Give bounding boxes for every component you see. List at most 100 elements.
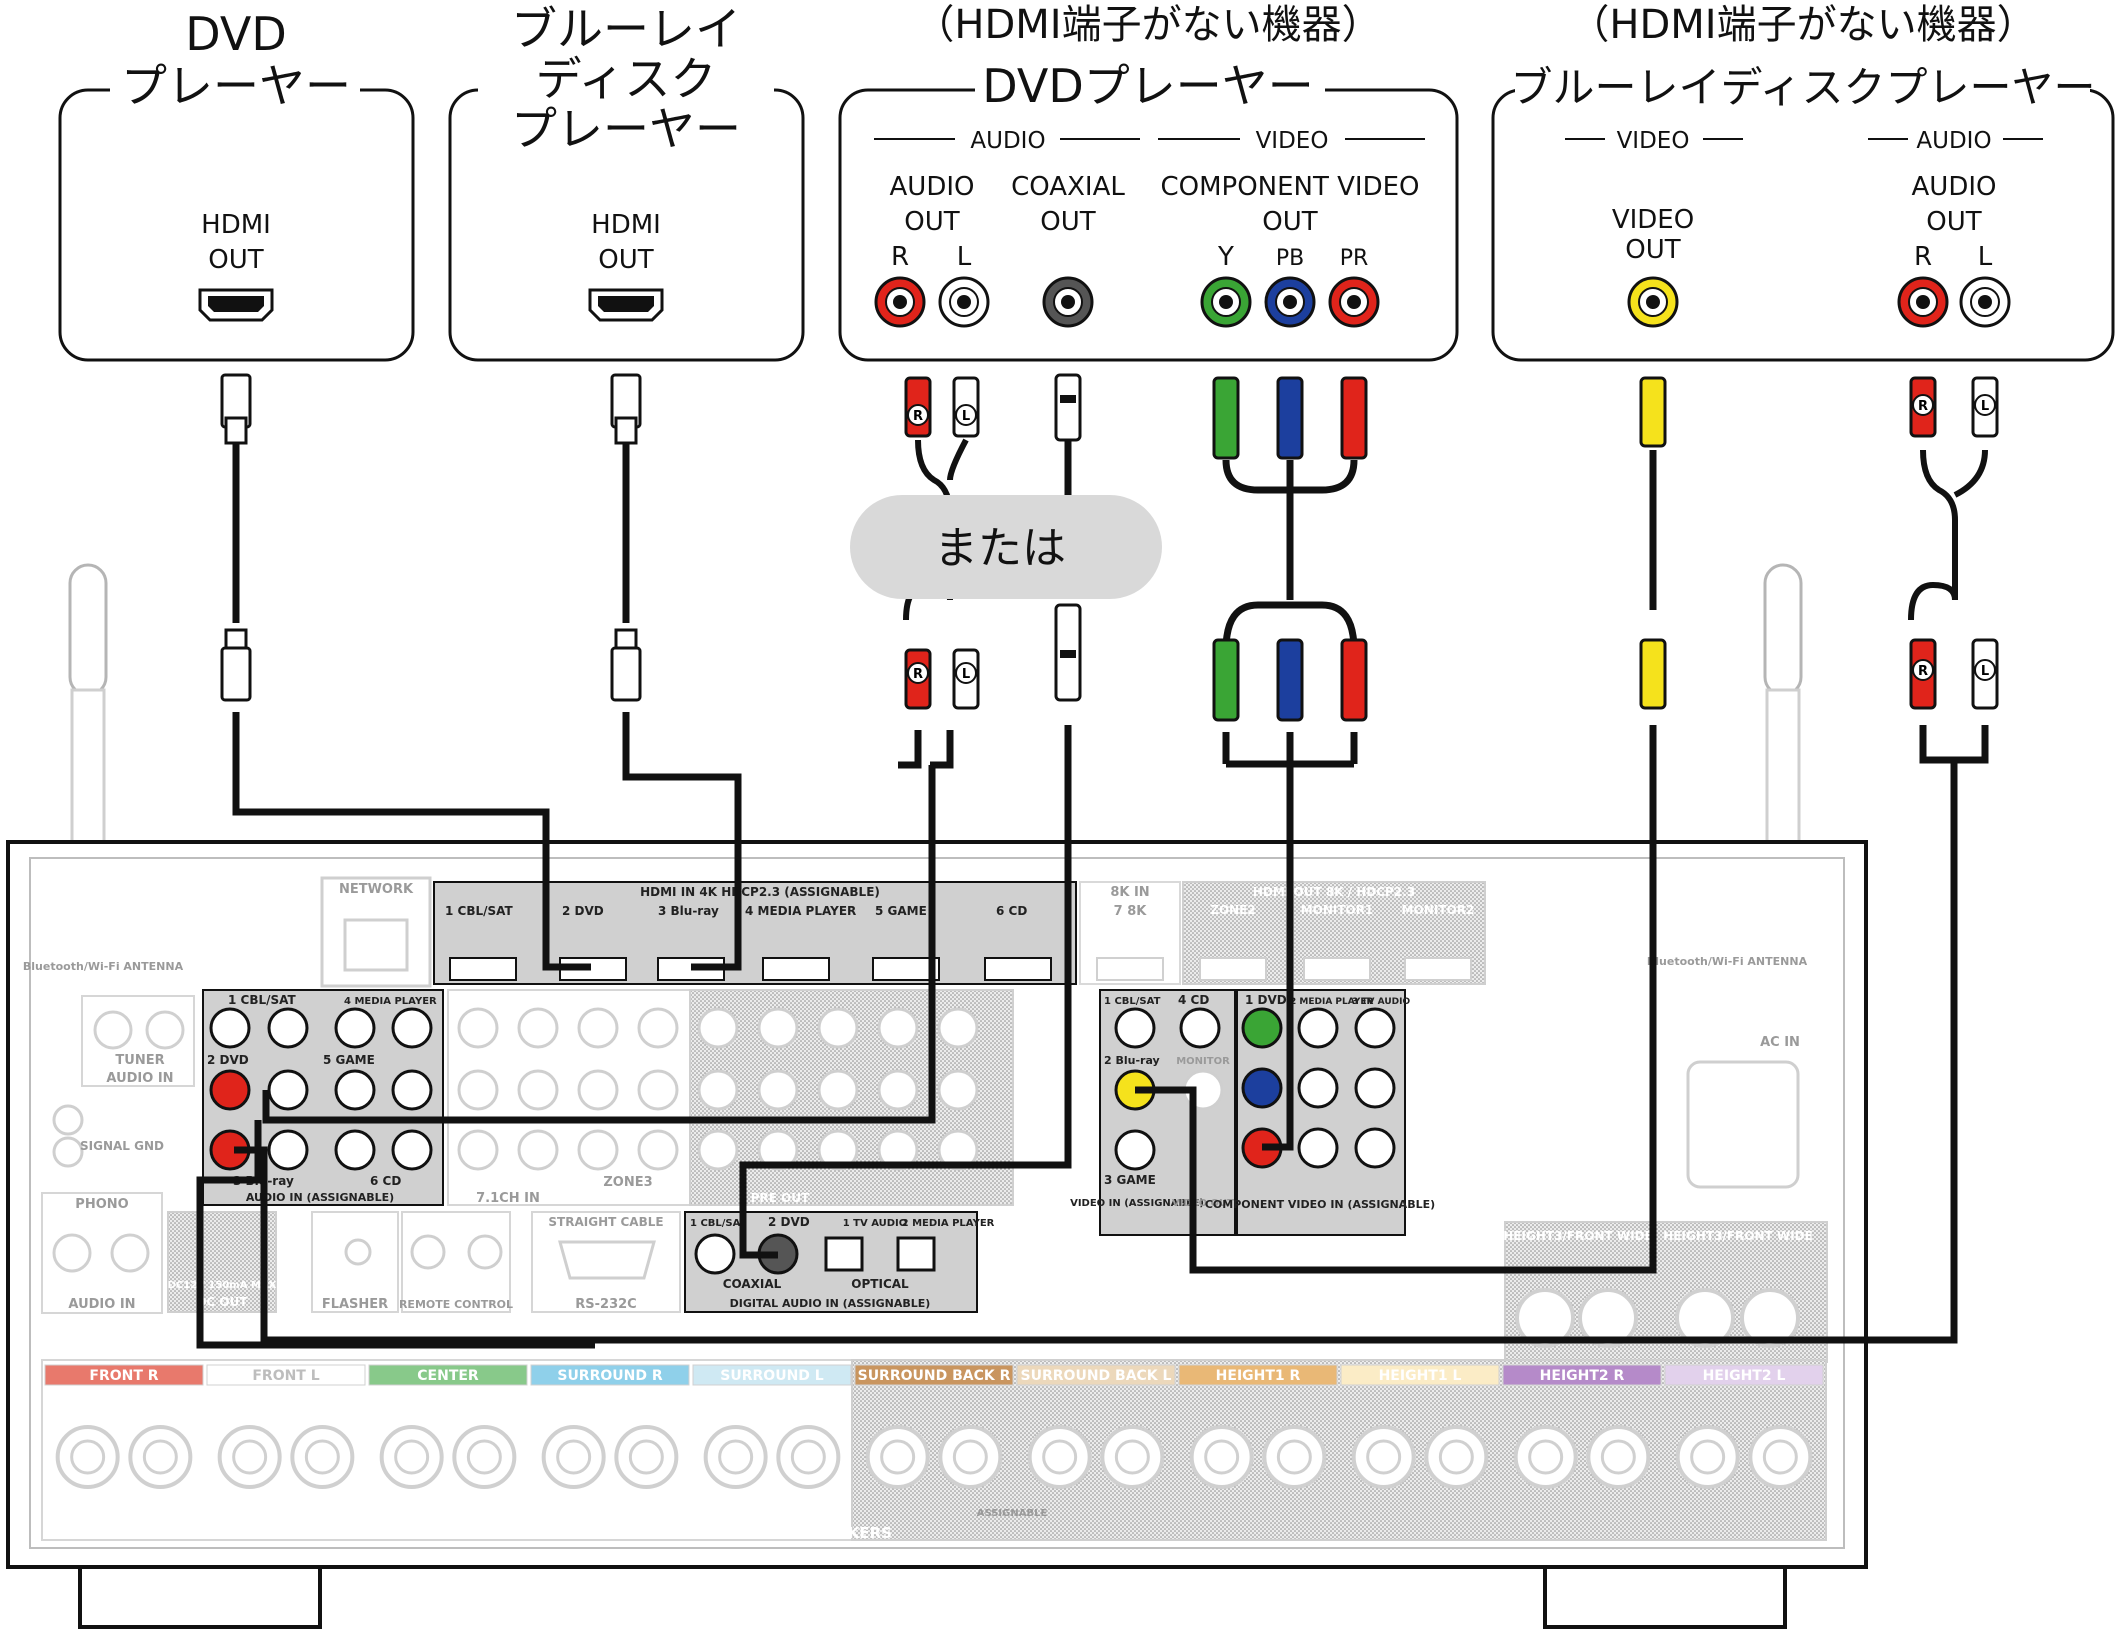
- legacy-dvd-pb-jack[interactable]: [1264, 276, 1316, 328]
- audio-in-label-4: 4 MEDIA PLAYER: [344, 996, 437, 1007]
- hdmi-8k-port[interactable]: [1096, 957, 1164, 981]
- audio-in-1-l[interactable]: [267, 1007, 309, 1049]
- legacy-dvd-y-jack[interactable]: [1200, 276, 1252, 328]
- ghost-jack-grid: [457, 1007, 979, 1171]
- coax-plug-top: [1054, 373, 1082, 442]
- speaker-terminal-inner: [304, 1439, 340, 1475]
- hdmi-plug-dvd-bottom: [220, 628, 252, 702]
- hdmi-in-1-port[interactable]: [449, 957, 517, 981]
- legacy-bluray-name: ブルーレイディスクプレーヤー: [1510, 63, 2095, 112]
- speaker-group-label: SURROUND BACK L: [1021, 1368, 1172, 1384]
- legacy-dvd-audio-l-jack[interactable]: [938, 276, 990, 328]
- legacy-dvd-pr: PR: [1340, 246, 1369, 271]
- audio-in-label-2: 2 DVD: [207, 1053, 249, 1067]
- video-in-3-jack[interactable]: [1114, 1129, 1156, 1171]
- svg-text:L: L: [1981, 399, 1989, 414]
- bluray-hdmi-out-port[interactable]: [588, 288, 664, 322]
- legacy-dvd-pb: PB: [1276, 246, 1304, 271]
- legacy-bluray-ch-r: R: [1914, 242, 1932, 272]
- legacy-dvd-pr-jack[interactable]: [1328, 276, 1380, 328]
- speaker-terminal-inner: [1114, 1439, 1150, 1475]
- rca-plug-dvd-l-top: L: [952, 376, 980, 438]
- hdmi-in-4-port[interactable]: [762, 957, 830, 981]
- legacy-bluray-audio-l-jack[interactable]: [1959, 276, 2011, 328]
- audio-in-6-r[interactable]: [334, 1129, 376, 1171]
- ac-in-socket[interactable]: [1686, 1060, 1800, 1189]
- flasher-label: FLASHER: [322, 1297, 388, 1312]
- audio-in-1-r[interactable]: [209, 1007, 251, 1049]
- hdmi-out-monitor1-port[interactable]: [1303, 957, 1371, 981]
- audio-in-2-r[interactable]: [209, 1069, 251, 1111]
- speaker-terminal-inner: [1042, 1439, 1078, 1475]
- hdmi-in-6-port[interactable]: [984, 957, 1052, 981]
- audio-in-5-l[interactable]: [391, 1069, 433, 1111]
- digital-label-2: 2 DVD: [768, 1215, 810, 1229]
- component-cable-run: [1222, 732, 1358, 1151]
- legacy-dvd-coax-1: COAXIAL: [1011, 172, 1125, 202]
- speaker-group-label: HEIGHT1 L: [1379, 1368, 1462, 1384]
- speaker-group-label: HEIGHT1 R: [1216, 1368, 1301, 1384]
- audio-in-4-l[interactable]: [391, 1007, 433, 1049]
- optical-in-2[interactable]: [896, 1236, 936, 1272]
- dvd-player: DVD プレーヤー HDMI OUT: [58, 7, 415, 362]
- speaker-terminal-inner: [718, 1439, 754, 1475]
- speaker-group-label: SURROUND L: [720, 1368, 823, 1384]
- component-1-pb[interactable]: [1241, 1067, 1283, 1109]
- speaker-terminal-inner: [1438, 1439, 1474, 1475]
- legacy-dvd-coaxial-jack[interactable]: [1042, 276, 1094, 328]
- signal-gnd-icon: [52, 1104, 84, 1168]
- audio-in-4-r[interactable]: [334, 1007, 376, 1049]
- speaker-terminal-inner: [1600, 1439, 1636, 1475]
- audio-in-label-6: 6 CD: [370, 1174, 401, 1188]
- audio-in-2-l[interactable]: [267, 1069, 309, 1111]
- speaker-terminal-inner: [1528, 1439, 1564, 1475]
- component-1-y[interactable]: [1241, 1007, 1283, 1049]
- legacy-dvd-group-video: VIDEO: [1256, 128, 1329, 154]
- audio-in-5-r[interactable]: [334, 1069, 376, 1111]
- network-port[interactable]: [343, 918, 409, 972]
- legacy-dvd-name: DVDプレーヤー: [982, 59, 1314, 113]
- legacy-dvd-note: （HDMI端子がない機器）: [914, 2, 1381, 48]
- legacy-bluray-player: （HDMI端子がない機器） ブルーレイディスクプレーヤー VIDEO AUDIO…: [1491, 2, 2115, 362]
- video-in-1-jack[interactable]: [1114, 1007, 1156, 1049]
- legacy-dvd-audio-out-1: AUDIO: [890, 172, 975, 202]
- hdmi-in-5-port[interactable]: [872, 957, 940, 981]
- legacy-dvd-comp-1: COMPONENT VIDEO: [1160, 172, 1419, 202]
- component-label-1: 1 DVD: [1245, 993, 1287, 1007]
- hdmi-out-monitor2: MONITOR2: [1402, 903, 1475, 917]
- audio-in-6-l[interactable]: [391, 1129, 433, 1171]
- legacy-dvd-audio-out-2: OUT: [904, 207, 959, 237]
- legacy-dvd-audio-r-jack[interactable]: [874, 276, 926, 328]
- audio-in-3-l[interactable]: [267, 1129, 309, 1171]
- optical-in-1[interactable]: [824, 1236, 864, 1272]
- legacy-dvd-comp-2: OUT: [1262, 207, 1317, 237]
- hdmi-out-monitor2-port[interactable]: [1404, 957, 1472, 981]
- legacy-bluray-audio-r-jack[interactable]: [1897, 276, 1949, 328]
- rca-plug-bluray-l-bottom: L: [1971, 638, 1999, 710]
- speaker-group-header: [1340, 1364, 1500, 1386]
- video-in-4-jack[interactable]: [1179, 1007, 1221, 1049]
- digital-title: DIGITAL AUDIO IN (ASSIGNABLE): [730, 1297, 931, 1310]
- dvd-hdmi-out-port[interactable]: [198, 288, 274, 322]
- video-in-label-3: 3 GAME: [1104, 1173, 1156, 1187]
- zone3-label: ZONE3: [603, 1175, 652, 1190]
- bluray-player-name-line2: ディスク: [536, 52, 717, 106]
- video-plug-top: [1639, 376, 1667, 448]
- tuner-label: TUNER: [115, 1053, 164, 1068]
- dvd-hdmi-out-label-2: OUT: [208, 245, 263, 275]
- hdmi-in-ports: [449, 957, 1052, 981]
- speaker-terminal-inner: [880, 1439, 916, 1475]
- svg-text:R: R: [913, 667, 923, 682]
- legacy-bluray-video-jack[interactable]: [1627, 276, 1679, 328]
- svg-text:L: L: [1981, 664, 1989, 679]
- hdmi-out-title: HDMI OUT 8K / HDCP2.3: [1253, 885, 1415, 899]
- tuner-audio-in-label: AUDIO IN: [106, 1071, 173, 1086]
- hdmi-cable-dvd-run: [232, 712, 591, 971]
- video-plug-bottom: [1639, 638, 1667, 710]
- svg-text:R: R: [1918, 664, 1928, 679]
- coaxial-in-1[interactable]: [694, 1233, 736, 1275]
- rca-plug-bluray-r-bottom: R: [1909, 638, 1937, 710]
- hdmi-out-zone2-port[interactable]: [1199, 957, 1267, 981]
